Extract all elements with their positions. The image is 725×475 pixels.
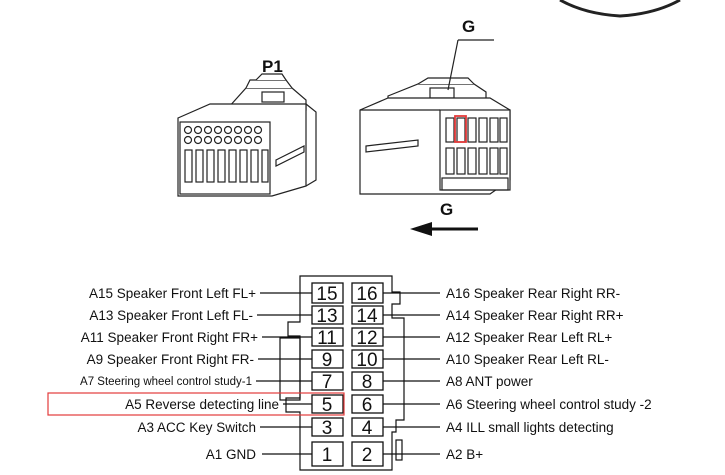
pin-14: 14: [356, 306, 378, 327]
g-label-arrow: G: [440, 200, 453, 219]
connector-p1-illustration: [177, 73, 317, 197]
a5-highlight-box: [47, 392, 345, 416]
g-label-top: G: [462, 17, 475, 36]
label-a6: A6 Steering wheel control study -2: [446, 397, 652, 412]
pin-16: 16: [356, 284, 377, 305]
label-a12: A12 Speaker Rear Left RL+: [446, 330, 612, 345]
pin-5: 5: [322, 395, 333, 416]
label-a7: A7 Steering wheel control study-1: [80, 376, 252, 388]
pin-13: 13: [316, 306, 337, 327]
label-a4: A4 ILL small lights detecting: [446, 420, 614, 435]
pin-10: 10: [356, 350, 377, 371]
pin-9: 9: [322, 350, 333, 371]
left-leader-lines: [256, 292, 312, 455]
pin-6: 6: [362, 395, 373, 416]
label-a2: A2 B+: [446, 447, 483, 462]
left-arrow-icon: [410, 222, 478, 236]
label-a5: A5 Reverse detecting line: [125, 397, 279, 412]
label-a3: A3 ACC Key Switch: [137, 420, 256, 435]
right-leader-lines: [383, 292, 440, 455]
connector-title: P1: [262, 57, 283, 76]
g-leader-line: [447, 39, 494, 91]
label-a13: A13 Speaker Front Left FL-: [89, 308, 253, 323]
label-a8: A8 ANT power: [446, 374, 533, 389]
pin-11: 11: [317, 328, 337, 349]
pin-8: 8: [362, 372, 373, 393]
corner-arc-decoration: [559, 0, 681, 18]
label-a16: A16 Speaker Rear Right RR-: [446, 286, 620, 301]
connector-g-illustration: [359, 77, 511, 195]
pinout-connector-outline: [279, 275, 405, 471]
pin-4: 4: [362, 418, 373, 439]
label-a9: A9 Speaker Front Right FR-: [87, 352, 254, 367]
label-a14: A14 Speaker Rear Right RR+: [446, 308, 624, 323]
pin-2: 2: [362, 445, 373, 466]
label-a15: A15 Speaker Front Left FL+: [89, 286, 256, 301]
pin-1: 1: [322, 445, 333, 466]
label-a11: A11 Speaker Front Right FR+: [81, 330, 258, 345]
pin-15: 15: [316, 284, 337, 305]
pin-12: 12: [356, 328, 377, 349]
pin-7: 7: [322, 372, 333, 393]
label-a10: A10 Speaker Rear Left RL-: [446, 352, 609, 367]
highlighted-pin-marker: [454, 115, 467, 143]
pin-3: 3: [322, 418, 333, 439]
label-a1: A1 GND: [206, 447, 257, 462]
